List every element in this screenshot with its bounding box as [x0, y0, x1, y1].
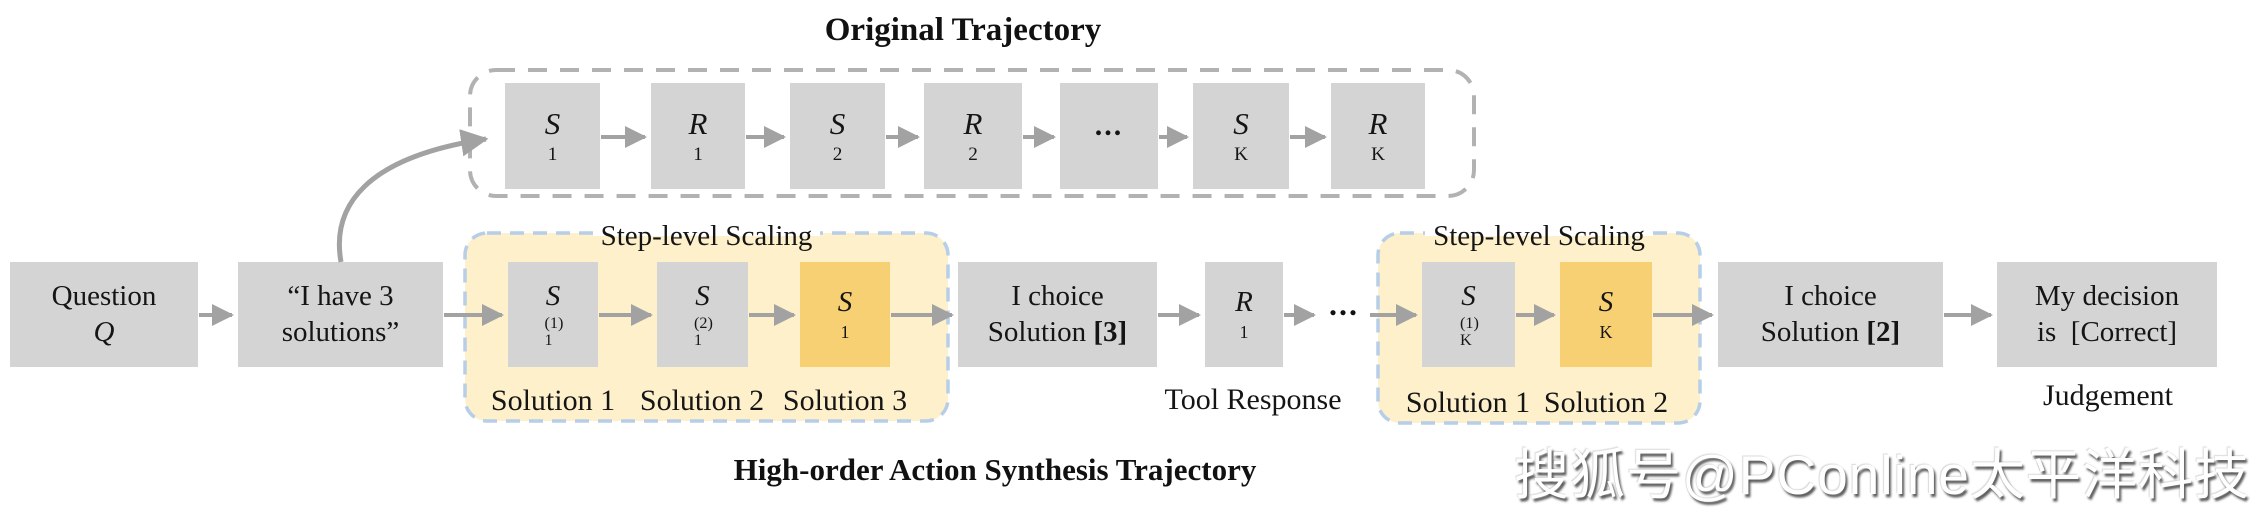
watermark: 搜狐号@PConline太平洋科技 [1513, 444, 2250, 506]
block2-title-wrap: Step-level Scaling [1378, 220, 1700, 253]
choice2-selected-number: [2] [1866, 315, 1901, 348]
arrow-curved-to-original [336, 129, 489, 263]
decision-box: My decision is [Correct] [1997, 262, 2217, 367]
question-box: Question Q [10, 262, 198, 367]
arrow-group [199, 126, 1993, 326]
original-trajectory-title: Original Trajectory [824, 12, 1102, 48]
block1-caption-2: Solution 2 [639, 384, 765, 417]
original-trajectory-dashed-container [468, 68, 1476, 198]
block1-caption-3: Solution 3 [782, 384, 908, 417]
choice1-selected-number: [3] [1093, 315, 1128, 348]
main-row-ellipsis: ... [1329, 286, 1359, 322]
block1-title-wrap: Step-level Scaling [465, 220, 948, 253]
block1-node-2: S(2)1 [657, 262, 748, 367]
block1-node-1: S(1)1 [508, 262, 598, 367]
have-solutions-box: “I have 3 solutions” [238, 262, 443, 367]
choice1-box: I choice Solution [3] [958, 262, 1157, 367]
block2-node-1: S(1)K [1422, 262, 1515, 367]
block1-title: Step-level Scaling [592, 220, 821, 253]
synthesis-trajectory-title: High-order Action Synthesis Trajectory [733, 452, 1257, 487]
block2-caption-1: Solution 1 [1405, 386, 1531, 419]
choice2-box: I choice Solution [2] [1718, 262, 1943, 367]
node-ellipsis: ... [1060, 83, 1158, 189]
tool-response-label: Tool Response [1164, 383, 1342, 416]
block2-title: Step-level Scaling [1425, 220, 1653, 253]
judgement-label: Judgement [2043, 379, 2173, 412]
block1-caption-1: Solution 1 [490, 384, 616, 417]
block2-caption-2: Solution 2 [1543, 386, 1669, 419]
